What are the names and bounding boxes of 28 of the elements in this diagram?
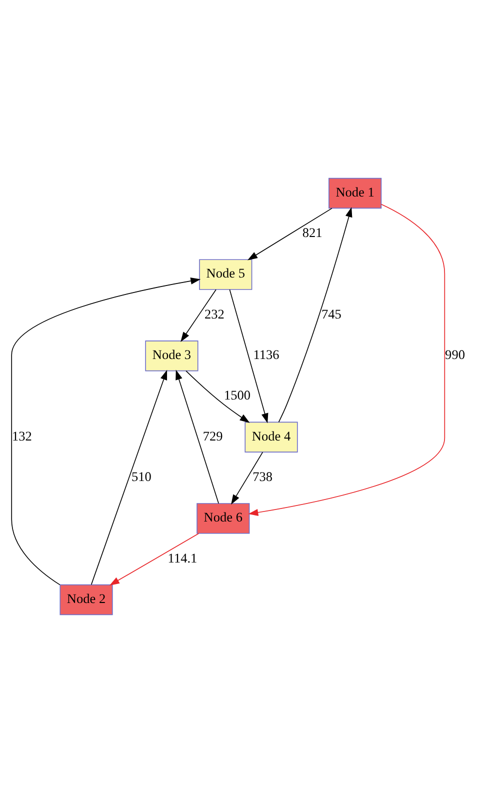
- edge-label: 114.1: [168, 550, 198, 565]
- edge-label: 821: [302, 224, 322, 240]
- node-box: Node 3: [145, 340, 198, 371]
- node-box: Node 2: [60, 584, 113, 615]
- edge-label: 729: [202, 428, 223, 443]
- edge-label: 1136: [253, 346, 280, 362]
- arrow: [186, 370, 250, 422]
- node-box: Node 4: [244, 421, 298, 452]
- edge-label: 738: [252, 468, 273, 484]
- edge-label: 232: [204, 306, 224, 321]
- arrow: [176, 369, 220, 504]
- arrow: [90, 369, 168, 584]
- arrow: [248, 207, 332, 260]
- arrow: [248, 203, 446, 516]
- arrow: [109, 532, 200, 585]
- arrow: [231, 451, 264, 504]
- arrow: [180, 288, 216, 342]
- arrow: [278, 206, 352, 422]
- arrow: [229, 288, 268, 423]
- node-box: Node 1: [328, 177, 382, 208]
- edge-label: 510: [131, 468, 152, 484]
- edge-label: 745: [321, 306, 342, 321]
- edge-label: 990: [445, 346, 465, 362]
- node-box: Node 6: [196, 502, 250, 534]
- arrow: [11, 277, 201, 585]
- edge-label: 132: [12, 428, 32, 443]
- edge-label: 1500: [224, 387, 251, 402]
- node-box: Node 5: [199, 258, 252, 290]
